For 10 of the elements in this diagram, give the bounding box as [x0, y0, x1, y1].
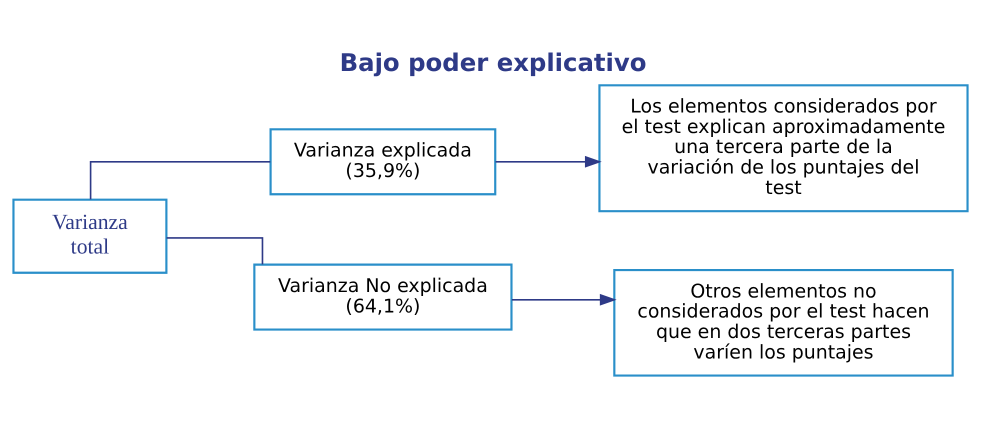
- connector: [166, 236, 264, 264]
- connector: [90, 160, 270, 199]
- node-box: Los elementos considerados por el test explican aproximadamente una tercera parte de la variación de los puntajes del test: [598, 84, 969, 212]
- node-box: Varianza explicada (35,9%): [270, 128, 496, 195]
- node-box: Varianza No explicada (64,1%): [253, 263, 513, 330]
- node-box: Otros elementos no considerados por el test hacen que en dos terceras partes varíen los puntajes: [613, 268, 954, 376]
- diagram-title: Bajo poder explicativo: [340, 47, 646, 76]
- arrow: [512, 293, 617, 306]
- node-box: Varianza total: [12, 198, 168, 274]
- arrow: [496, 155, 602, 168]
